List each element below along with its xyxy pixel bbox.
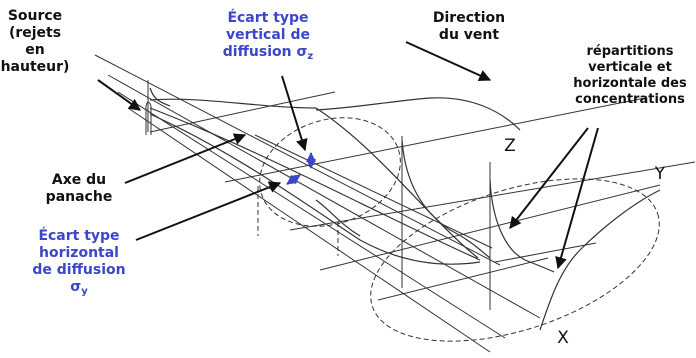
vertical-gaussian-mid: [401, 139, 491, 259]
sigma-y-label: Écart type horizontal de diffusion σy: [32, 228, 126, 297]
plume-centerline: [149, 107, 481, 261]
axis-arrow: [124, 133, 247, 184]
distribution-arrow-left: [509, 127, 589, 229]
ground-line: [494, 242, 597, 263]
sigma-y-subscript: y: [81, 286, 88, 297]
plume-upper-edge: [149, 98, 479, 259]
ground-line: [149, 91, 336, 133]
sigma-z-symbol: σ: [296, 44, 308, 60]
horizontal-gaussian-far: [539, 189, 661, 331]
ground-line: [107, 74, 541, 319]
ground-line: [377, 257, 549, 301]
ground-line: [117, 91, 506, 339]
sigma-z-label: Écart type vertical de diffusion σz: [222, 10, 314, 62]
ground-line: [94, 54, 501, 266]
sigma-y-arrow: [135, 181, 282, 241]
section-ellipse-large: [370, 178, 660, 342]
source-arrow: [97, 79, 141, 111]
vertical-gaussian-far: [489, 179, 555, 273]
source-label: Source (rejets en hauteur): [0, 8, 70, 75]
sigma-z-arrow: [281, 75, 308, 152]
source-chimney: [145, 101, 152, 135]
ground-line: [224, 97, 646, 183]
wind-label: Direction du vent: [432, 10, 506, 43]
x-axis-label: X: [557, 328, 569, 348]
distribution-arrow-right: [555, 127, 599, 270]
ground-line: [289, 161, 696, 231]
wind-arrow: [405, 41, 492, 82]
sigma-y-marker: [286, 174, 301, 185]
ground-line: [254, 134, 493, 249]
plume-crest-2: [315, 199, 361, 237]
plume-crest: [315, 97, 521, 131]
gaussian-profile-near: [149, 87, 171, 107]
axis-label: Axe du panache: [45, 172, 113, 205]
distribution-label: répartitions verticale et horizontale de…: [573, 44, 687, 107]
ground-line: [127, 107, 491, 353]
z-axis-label: Z: [504, 136, 516, 156]
plume-lower-edge: [149, 113, 481, 265]
sigma-z-subscript: z: [307, 51, 314, 62]
section-ellipse-small: [259, 117, 401, 227]
y-axis-label: Y: [654, 164, 666, 184]
sigma-y-symbol: σ: [70, 279, 82, 295]
